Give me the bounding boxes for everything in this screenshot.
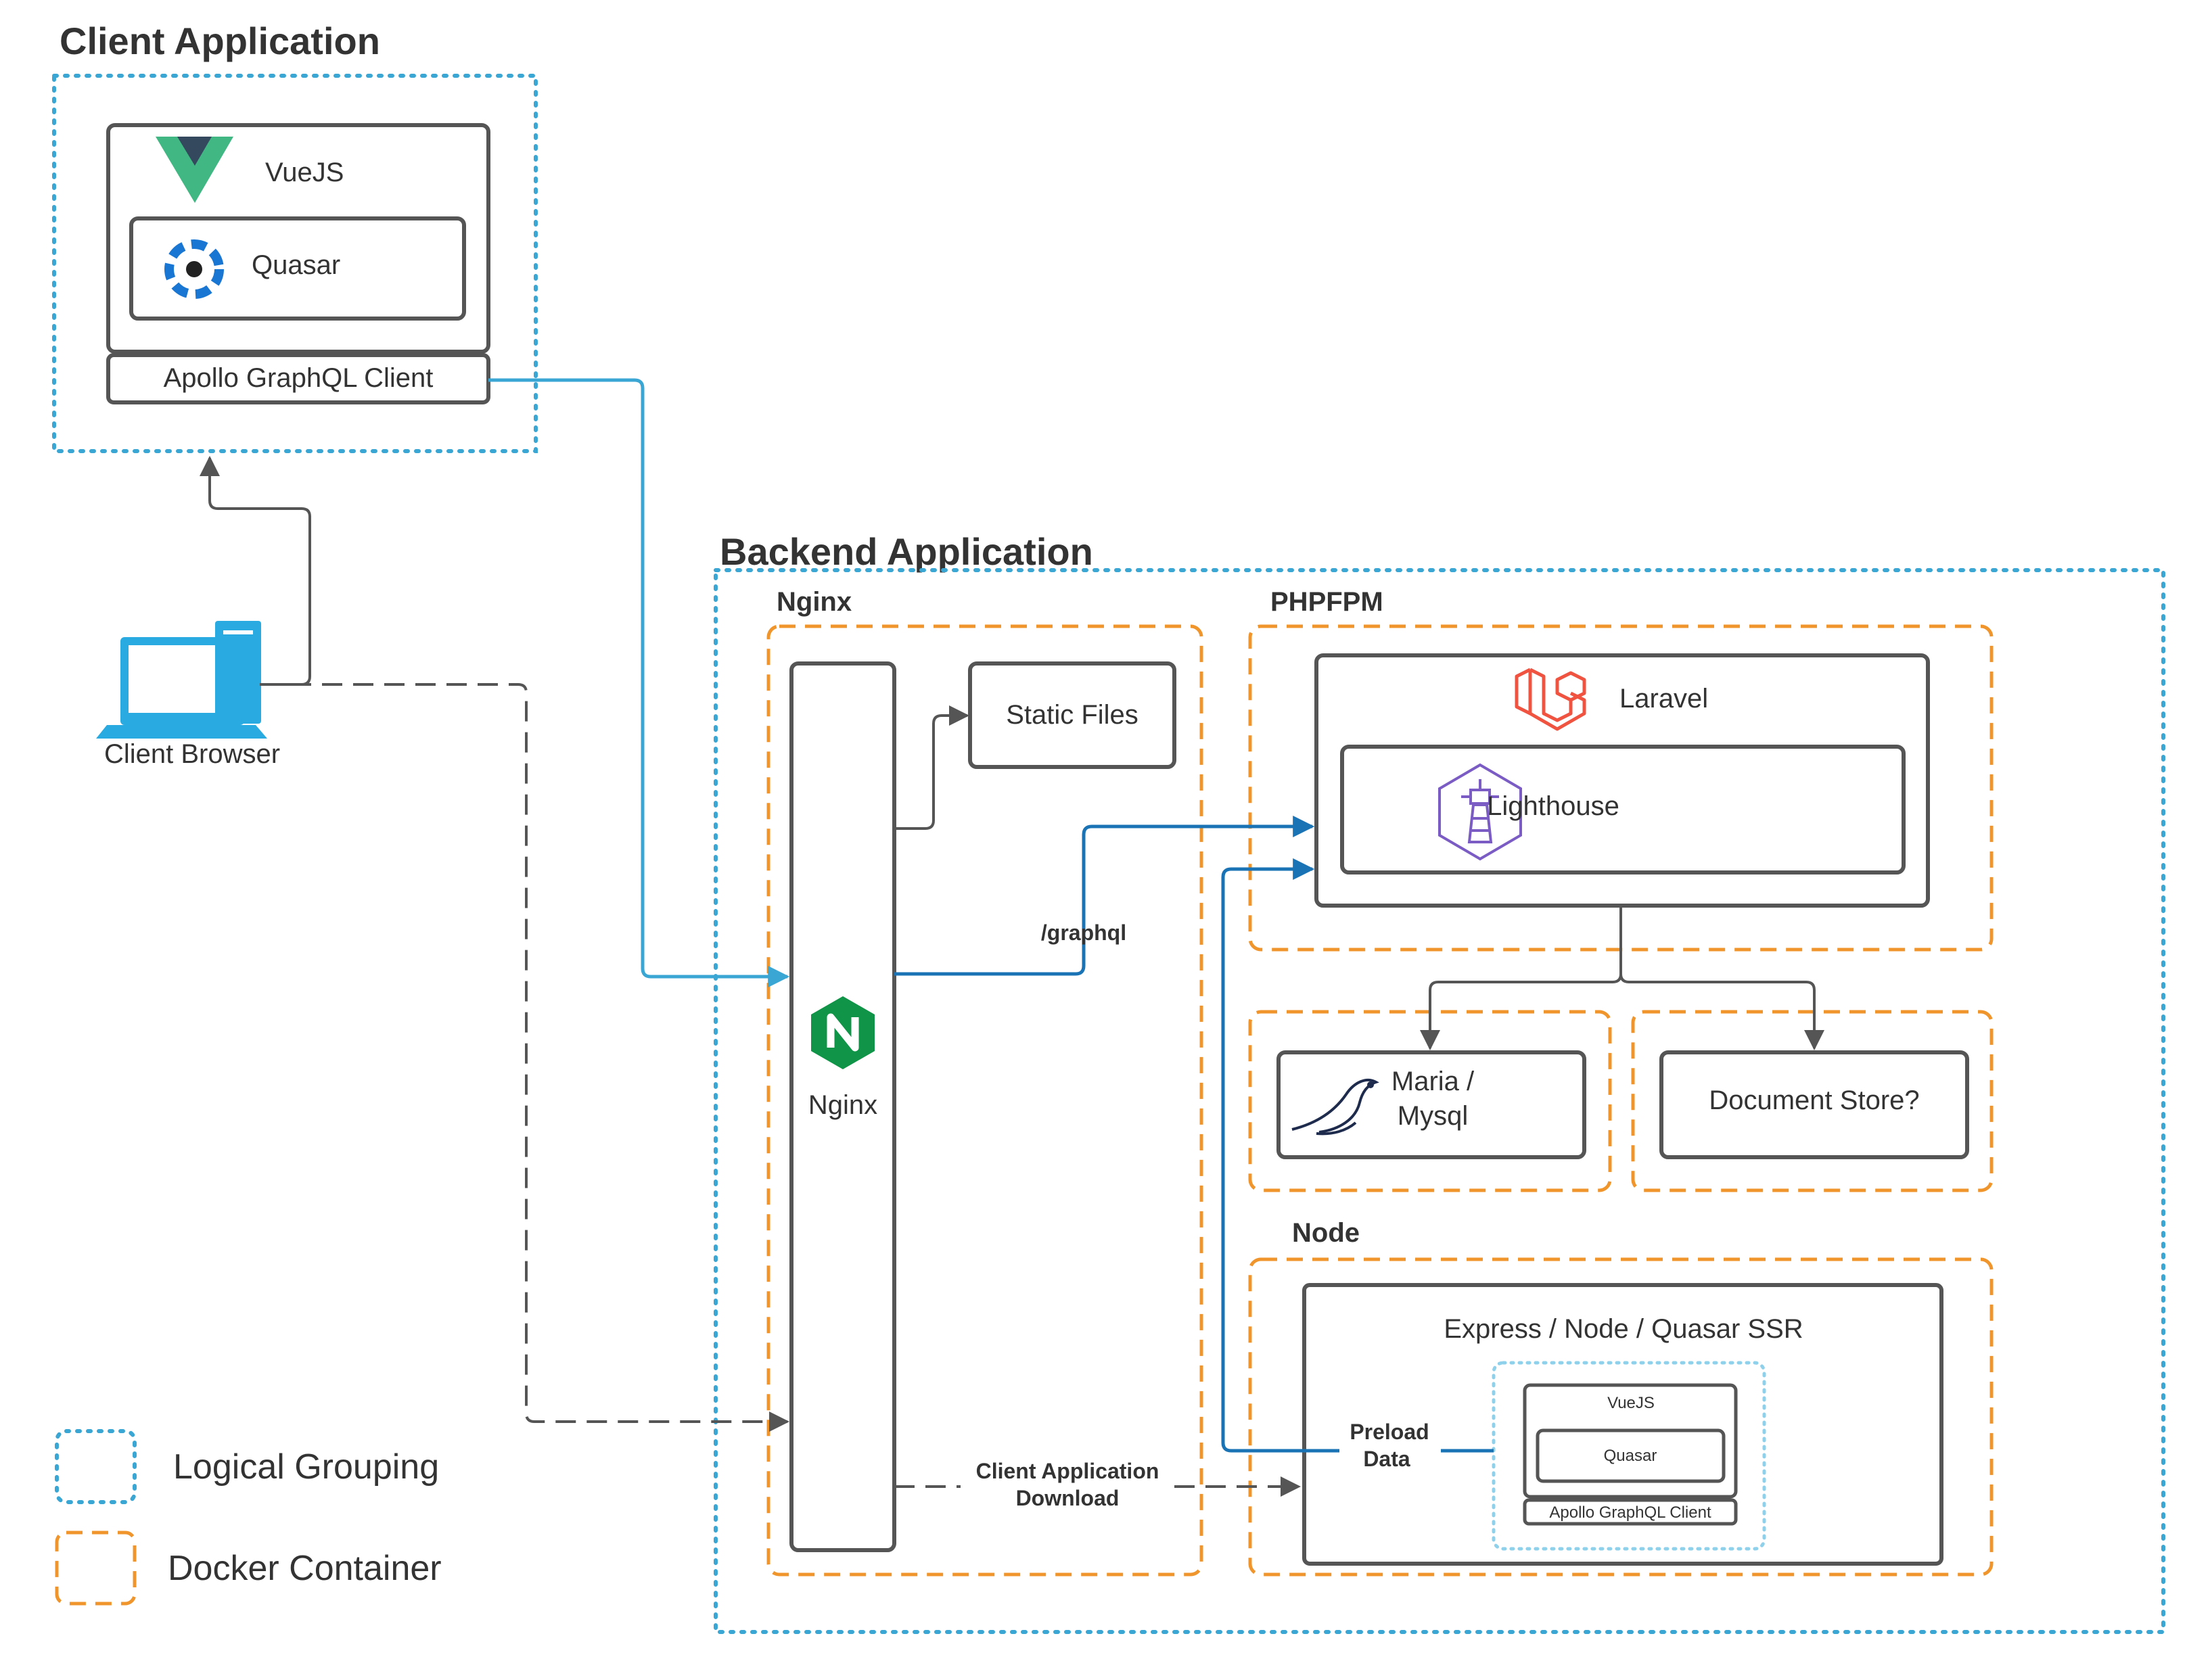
quasar-label: Quasar — [252, 250, 340, 280]
graphql-edge-label: /graphql — [1041, 920, 1126, 945]
document-store-label: Document Store? — [1709, 1086, 1919, 1115]
ssr-vuejs-label: VueJS — [1607, 1394, 1655, 1412]
ssr-apollo-box[interactable] — [1523, 1498, 1738, 1526]
laravel-to-document-store-edge — [1619, 973, 1824, 1050]
document-store-box[interactable] — [1659, 1050, 1969, 1159]
nginx-logo-icon — [811, 996, 875, 1069]
node-container-label: Node — [1292, 1218, 1360, 1248]
nginx-container — [766, 624, 1203, 1577]
maria-label-line2: Mysql — [1398, 1101, 1468, 1131]
browser-to-client-app-edge — [200, 456, 311, 686]
ssr-client-group — [1492, 1361, 1766, 1551]
lighthouse-box[interactable] — [1340, 745, 1906, 874]
client-application-group — [52, 74, 538, 453]
nginx-container-label: Nginx — [777, 587, 852, 617]
ssr-quasar-box[interactable] — [1536, 1428, 1726, 1483]
legend-docker-swatch — [55, 1531, 137, 1606]
lighthouse-logo-icon — [1438, 763, 1522, 861]
quasar-box[interactable] — [129, 216, 466, 321]
ssr-apollo-label: Apollo GraphQL Client — [1549, 1503, 1711, 1522]
preload-label-line2: Data — [1363, 1447, 1410, 1471]
backend-application-group — [714, 568, 2165, 1634]
node-container — [1248, 1257, 1994, 1577]
laravel-to-maria-edge — [1420, 906, 1622, 1050]
apollo-to-nginx-edge — [488, 378, 790, 987]
mariadb-seal-icon — [1291, 1078, 1379, 1136]
preload-label-bg — [1339, 1412, 1441, 1477]
vuejs-logo-icon — [156, 137, 233, 203]
download-label-bg — [961, 1454, 1173, 1515]
nginx-to-static-files-edge — [894, 705, 969, 830]
backend-application-title: Backend Application — [720, 530, 1093, 573]
preload-label-line1: Preload — [1350, 1420, 1429, 1444]
legend-logical-swatch — [55, 1429, 137, 1504]
laravel-logo-icon — [1515, 668, 1586, 731]
nginx-label: Nginx — [808, 1090, 877, 1120]
static-files-label: Static Files — [1006, 700, 1138, 730]
maria-label-line1: Maria / — [1391, 1067, 1475, 1096]
express-label: Express / Node / Quasar SSR — [1444, 1314, 1803, 1344]
browser-to-nginx-edge — [260, 683, 789, 1432]
apollo-client-label: Apollo GraphQL Client — [164, 363, 434, 393]
download-label-line2: Download — [1016, 1486, 1120, 1510]
ssr-quasar-label: Quasar — [1604, 1447, 1657, 1465]
download-label-line1: Client Application — [976, 1459, 1159, 1483]
preload-data-edge — [1221, 858, 1494, 1453]
legend-logical-label: Logical Grouping — [173, 1447, 439, 1487]
vuejs-label: VueJS — [265, 158, 344, 187]
quasar-logo-icon — [164, 239, 224, 299]
document-store-container — [1631, 1010, 1994, 1192]
static-files-box[interactable] — [968, 661, 1176, 769]
laravel-label: Laravel — [1619, 684, 1708, 714]
graphql-edge — [894, 816, 1315, 976]
maria-mysql-box[interactable] — [1276, 1050, 1586, 1159]
client-application-title: Client Application — [60, 20, 380, 62]
client-browser-label: Client Browser — [104, 739, 280, 769]
lighthouse-label: Lighthouse — [1487, 791, 1619, 821]
client-browser-icon — [96, 621, 267, 739]
legend-docker-label: Docker Container — [168, 1549, 442, 1588]
nginx-box[interactable] — [789, 661, 896, 1552]
phpfpm-container-label: PHPFPM — [1270, 587, 1383, 617]
